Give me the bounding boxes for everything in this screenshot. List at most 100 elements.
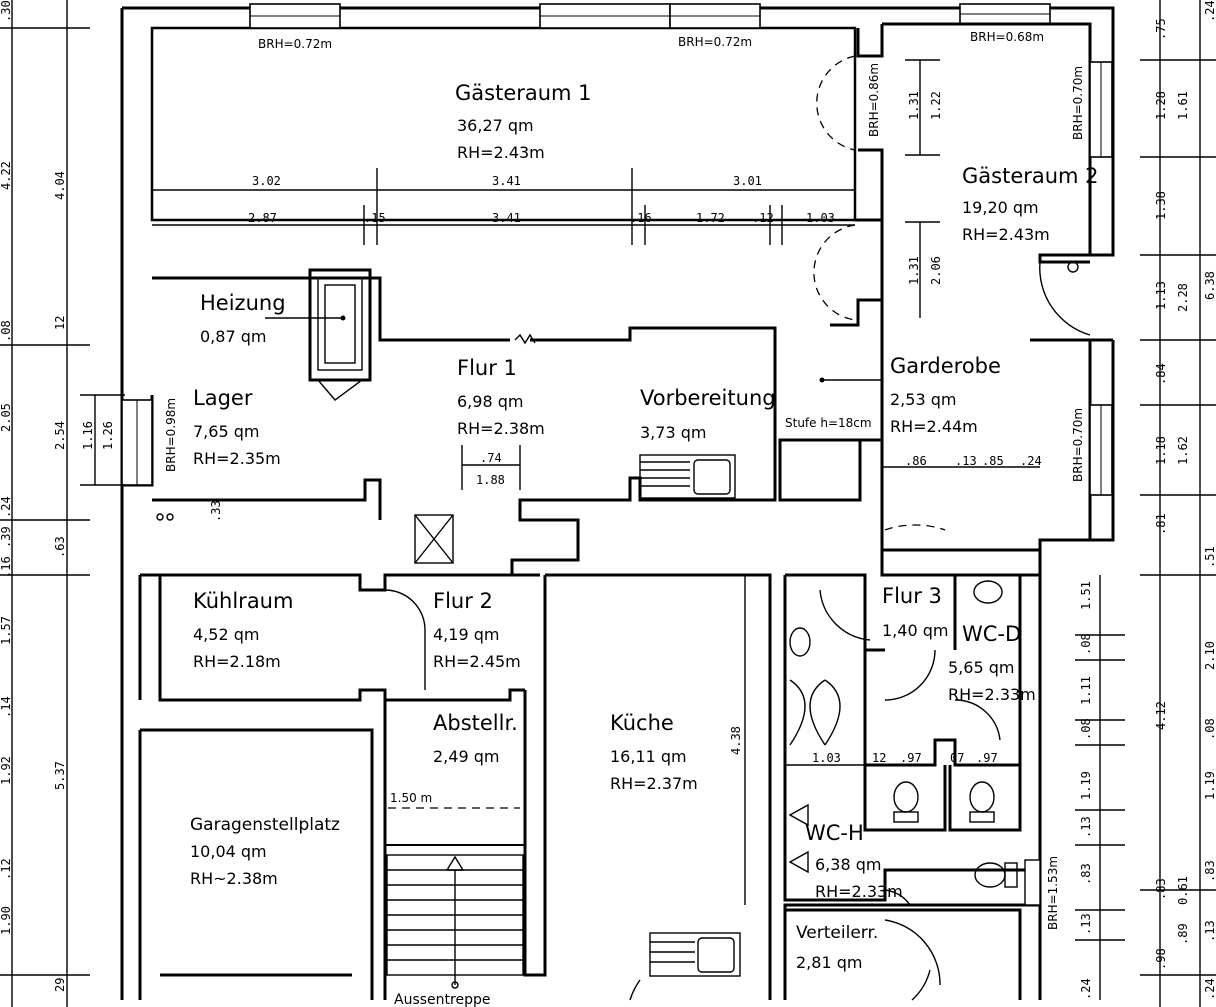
dim-label: .13: [955, 454, 977, 468]
dim-label: .33: [209, 500, 223, 522]
dim-label: 2.05: [0, 403, 13, 432]
room-area: 2,49 qm: [433, 747, 499, 766]
room-name: Garagenstellplatz: [190, 815, 340, 835]
room-height: RH=2.43m: [962, 225, 1050, 244]
room-height: RH=2.37m: [610, 774, 698, 793]
dim-label: .24: [1079, 978, 1093, 1000]
room-height: RH=2.33m: [815, 882, 903, 901]
room-name: Lager: [193, 386, 253, 410]
dim-label: 07: [950, 751, 964, 765]
room-height: RH=2.33m: [948, 685, 1036, 704]
room-flur3: Flur 3 1,40 qm: [882, 584, 948, 640]
room-area: 2,81 qm: [796, 953, 862, 972]
room-area: 4,19 qm: [433, 625, 499, 644]
room-name: Küche: [610, 711, 674, 735]
room-area: 4,52 qm: [193, 625, 259, 644]
dim-label: .08: [1203, 718, 1216, 740]
doors: [384, 55, 1091, 1001]
dim-label: 1.22: [929, 91, 943, 120]
dim-label: 1.19: [1079, 771, 1093, 800]
dim-label: 3.01: [733, 174, 762, 188]
dim-label: 1.03: [812, 751, 841, 765]
dim-label: 1.61: [1176, 91, 1190, 120]
brh-label: BRH=0.72m: [258, 37, 332, 51]
room-area: 19,20 qm: [962, 198, 1039, 217]
room-wcd: WC-D 5,65 qm RH=2.33m: [948, 622, 1036, 704]
brh-label: BRH=0.86m: [867, 63, 881, 137]
dim-label: .24: [0, 496, 13, 518]
room-name: Garderobe: [890, 354, 1001, 378]
aussentreppe-stairs: [386, 854, 524, 989]
room-gaesteraum2: Gästeraum 2 19,20 qm RH=2.43m: [962, 164, 1099, 244]
room-area: 5,65 qm: [948, 658, 1014, 677]
dim-label: .14: [0, 696, 13, 718]
dim-label: .12: [0, 858, 13, 880]
room-garage: Garagenstellplatz 10,04 qm RH~2.38m: [190, 815, 340, 888]
brh-label: BRH=0.70m: [1071, 66, 1085, 140]
room-flur1: Flur 1 6,98 qm RH=2.38m: [457, 356, 545, 438]
dim-label: 4.04: [53, 171, 67, 200]
dim-label: .85: [982, 454, 1004, 468]
room-area: 2,53 qm: [890, 390, 956, 409]
annotations: BRH=0.72m BRH=0.72m BRH=0.68m BRH=0.86m …: [164, 30, 1085, 1007]
dim-label: 1.16: [81, 421, 95, 450]
dim-label: .81: [1154, 513, 1168, 535]
room-garderobe: Garderobe 2,53 qm RH=2.44m: [890, 354, 1001, 436]
room-kuehlraum: Kühlraum 4,52 qm RH=2.18m: [193, 589, 293, 671]
dim-label: .13: [1079, 816, 1093, 838]
room-kueche: Küche 16,11 qm RH=2.37m: [610, 711, 698, 793]
dim-label: .13: [1079, 913, 1093, 935]
room-area: 0,87 qm: [200, 327, 266, 346]
room-area: 3,73 qm: [640, 423, 706, 442]
room-name: Gästeraum 2: [962, 164, 1099, 188]
dim-label: 4.22: [0, 161, 13, 190]
room-name: Kühlraum: [193, 589, 293, 613]
dim-label: 2.28: [1176, 283, 1190, 312]
dim-label: 1.72: [696, 211, 725, 225]
room-area: 1,40 qm: [882, 621, 948, 640]
dim-label: 3.41: [492, 211, 521, 225]
dim-label: .75: [1154, 18, 1168, 40]
room-abstellr: Abstellr. 2,49 qm 1.50 m: [390, 711, 518, 805]
dim-label: .84: [1154, 363, 1168, 385]
dim-label: .98: [1154, 948, 1168, 970]
dim-label: 3.41: [492, 174, 521, 188]
dim-label: 1.88: [476, 473, 505, 487]
stufe-label: Stufe h=18cm: [785, 416, 872, 430]
dim-label: .39: [0, 526, 13, 548]
abstell-height-label: 1.50 m: [390, 791, 432, 805]
dim-label: .89: [1176, 923, 1190, 945]
outer-walls: [120, 3, 1115, 1000]
dim-label: 6.38: [1203, 271, 1216, 300]
room-name: Verteilerr.: [796, 923, 878, 943]
room-name: Heizung: [200, 291, 286, 315]
dim-label: 1.57: [0, 616, 13, 645]
dim-label: .97: [976, 751, 998, 765]
dim-label: 1.11: [1079, 676, 1093, 705]
dim-label: .24: [1020, 454, 1042, 468]
brh-label: BRH=1.53m: [1046, 856, 1060, 930]
aussentreppe-label: Aussentreppe: [394, 992, 490, 1007]
room-name: Flur 2: [433, 589, 493, 613]
dim-label: .74: [480, 451, 502, 465]
room-height: RH=2.45m: [433, 652, 521, 671]
room-lager: Lager 7,65 qm RH=2.35m: [193, 386, 281, 468]
dim-label: .13: [1203, 920, 1216, 942]
dim-label: 29: [53, 978, 67, 992]
brh-label: BRH=0.70m: [1071, 408, 1085, 482]
dim-label: 1.19: [1203, 771, 1216, 800]
dim-label: .16: [630, 211, 652, 225]
dim-label: 1.92: [0, 756, 13, 785]
room-height: RH=2.38m: [457, 419, 545, 438]
room-area: 10,04 qm: [190, 842, 267, 861]
room-area: 6,98 qm: [457, 392, 523, 411]
room-name: Abstellr.: [433, 711, 518, 735]
brh-label: BRH=0.98m: [164, 398, 178, 472]
room-gaesteraum1: Gästeraum 1 36,27 qm RH=2.43m: [455, 81, 592, 162]
room-name: Vorbereitung: [640, 386, 776, 410]
dim-label: 12: [872, 751, 886, 765]
dim-label: 2.54: [53, 421, 67, 450]
room-flur2: Flur 2 4,19 qm RH=2.45m: [433, 589, 521, 671]
dim-label: 5.37: [53, 761, 67, 790]
